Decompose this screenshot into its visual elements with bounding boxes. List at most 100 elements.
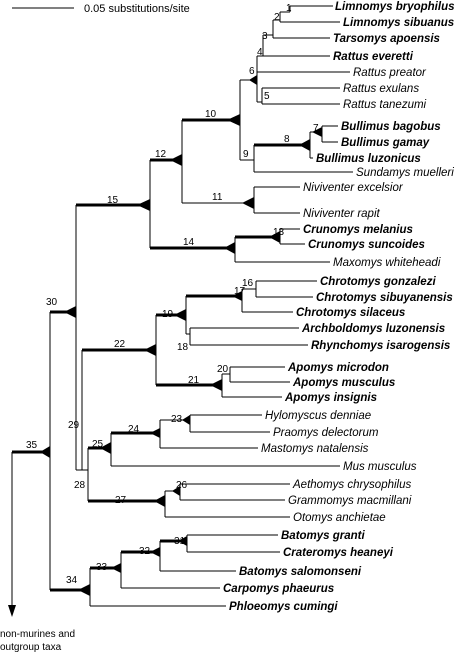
node-21-marker — [210, 379, 222, 391]
taxon-label: Rattus preator — [353, 67, 427, 79]
node-label: 13 — [273, 227, 285, 238]
node-label: 9 — [243, 149, 249, 160]
node-label: 25 — [92, 439, 104, 450]
node-23-marker — [182, 415, 190, 425]
node-label: 14 — [183, 237, 195, 248]
node-24-marker — [150, 428, 160, 438]
taxon-label: Apomys microdon — [287, 362, 389, 374]
taxon-label: Rhynchomys isarogensis — [311, 340, 450, 352]
taxon-label: Chrotomys silaceus — [296, 307, 405, 319]
node-label: 21 — [188, 375, 200, 386]
outgroup-label-line-1: non-murines and — [0, 629, 75, 640]
node-33-marker — [111, 563, 121, 573]
node-14-marker — [224, 242, 235, 254]
taxon-label: Niviventer excelsior — [303, 182, 404, 194]
node-label: 34 — [66, 575, 78, 586]
node-label: 35 — [26, 440, 38, 451]
taxon-label: Crunomys suncoides — [308, 239, 425, 251]
node-8-marker — [299, 139, 310, 151]
taxon-label: Apomys musculus — [292, 377, 395, 389]
node-label: 12 — [155, 149, 167, 160]
taxon-label: Hylomyscus denniae — [265, 410, 371, 422]
taxon-label: Grammomys macmillani — [288, 495, 412, 507]
taxon-label: Chrotomys gonzalezi — [320, 276, 436, 288]
taxon-label: Batomys granti — [281, 530, 366, 542]
node-35-marker — [40, 446, 50, 458]
node-32-marker — [150, 547, 160, 557]
taxon-label: Limnomys bryophilus — [335, 1, 455, 13]
node-22-marker — [144, 344, 156, 356]
node-label: 8 — [284, 134, 290, 145]
node-12-marker — [170, 154, 182, 166]
node-label: 26 — [176, 480, 188, 491]
node-label: 30 — [46, 297, 58, 308]
node-11-marker — [242, 197, 254, 209]
taxon-label: Rattus tanezumi — [343, 99, 427, 111]
taxon-label: Niviventer rapit — [303, 208, 380, 220]
node-label: 23 — [171, 414, 183, 425]
node-label: 15 — [107, 195, 119, 206]
node-label: 32 — [139, 546, 151, 557]
node-label: 31 — [174, 536, 186, 547]
taxon-label: Otomys anchietae — [293, 512, 386, 524]
taxon-label: Crateromys heaneyi — [283, 547, 394, 559]
node-label: 24 — [128, 424, 140, 435]
outgroup-arrow-icon — [8, 605, 16, 617]
node-label: 29 — [68, 420, 80, 431]
node-label: 17 — [234, 286, 246, 297]
taxon-label: Mus musculus — [343, 461, 417, 473]
taxon-label: Bullimus gamay — [341, 137, 430, 149]
node-label: 11 — [212, 192, 223, 203]
taxon-label: Crunomys melanius — [303, 224, 413, 236]
node-26-marker — [172, 486, 180, 496]
taxon-label: Mastomys natalensis — [261, 443, 369, 455]
taxon-label: Tarsomys apoensis — [333, 33, 440, 45]
node-label: 33 — [96, 562, 108, 573]
node-label: 20 — [217, 364, 229, 375]
node-label: 6 — [249, 66, 255, 77]
node-label: 3 — [262, 31, 268, 42]
taxon-label: Archboldomys luzonensis — [301, 323, 445, 335]
node-19-marker — [174, 309, 186, 321]
node-label: 1 — [286, 3, 292, 14]
taxon-label: Bullimus bagobus — [341, 121, 441, 133]
node-13-marker — [269, 231, 280, 243]
scale-bar-label: 0.05 substitutions/site — [84, 3, 190, 15]
taxon-label: Phloeomys cumingi — [229, 601, 338, 613]
node-17-marker — [232, 291, 242, 301]
taxon-label: Aethomys chrysophilus — [292, 479, 411, 491]
taxon-label: Maxomys whiteheadi — [333, 257, 441, 269]
node-label: 4 — [257, 47, 263, 58]
node-label: 19 — [162, 309, 174, 320]
outgroup-label-line-2: outgroup taxa — [0, 642, 62, 653]
taxon-label: Apomys insignis — [284, 392, 377, 404]
node-label: 2 — [274, 12, 280, 23]
node-label: 27 — [115, 495, 127, 506]
taxon-label: Batomys salomonseni — [239, 566, 362, 578]
node-label: 22 — [114, 339, 126, 350]
taxon-label: Bullimus luzonicus — [316, 153, 421, 165]
node-label: 16 — [242, 278, 254, 289]
node-label: 10 — [205, 109, 217, 120]
node-30-marker — [64, 306, 76, 318]
taxon-label: Limnomys sibuanus — [343, 17, 454, 29]
node-10-marker — [227, 114, 240, 126]
node-label: 5 — [264, 91, 270, 102]
taxon-label: Rattus exulans — [343, 83, 419, 95]
node-15-marker — [137, 199, 150, 211]
node-7-marker — [312, 127, 322, 137]
taxon-label: Carpomys phaeurus — [223, 583, 334, 595]
taxon-label: Rattus everetti — [333, 51, 414, 63]
taxon-label: Sundamys muelleri — [356, 167, 454, 179]
node-34-marker — [78, 584, 90, 596]
node-label: 18 — [177, 342, 189, 353]
node-27-marker — [154, 495, 165, 507]
node-6-marker — [249, 75, 257, 85]
taxon-label: Praomys delectorum — [273, 427, 379, 439]
node-label: 7 — [313, 123, 319, 134]
taxon-label: Chrotomys sibuyanensis — [316, 292, 453, 304]
node-31-marker — [178, 536, 187, 546]
node-25-marker — [100, 442, 111, 454]
node-label: 28 — [74, 480, 86, 491]
